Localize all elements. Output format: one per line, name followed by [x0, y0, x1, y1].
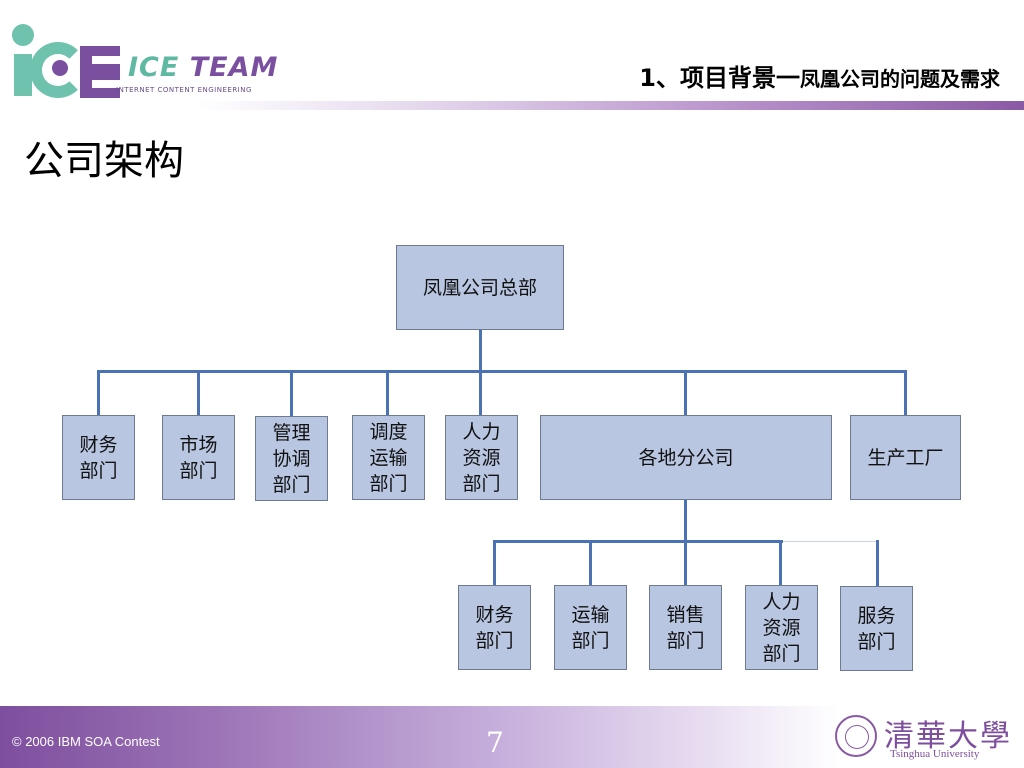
- org-node-label: 人力 资源 部门: [462, 420, 501, 495]
- org-node-label: 调度 运输 部门: [369, 420, 408, 495]
- logo-tagline: INTERNET CONTENT ENGINEERING: [116, 86, 252, 94]
- logo-c-dot: [52, 60, 68, 76]
- university-seal-icon: [835, 715, 877, 757]
- org-node-label: 凤凰公司总部: [422, 276, 537, 299]
- org-node-headquarters: 凤凰公司总部: [396, 245, 564, 330]
- logo-e-shape: [80, 46, 120, 98]
- copyright-text: © 2006 IBM SOA Contest: [12, 734, 160, 749]
- logo-i-dot: [12, 24, 34, 46]
- connector-drop: [386, 370, 389, 415]
- connector-drop: [290, 370, 293, 416]
- org-node-label: 生产工厂: [867, 446, 944, 469]
- connector-top-bus: [97, 370, 907, 373]
- university-name-cn: 清華大學: [884, 719, 1012, 754]
- connector-branch-bus: [493, 540, 783, 543]
- connector-drop: [779, 540, 782, 585]
- org-node-branch-finance: 财务 部门: [458, 585, 531, 670]
- org-node-label: 管理 协调 部门: [272, 421, 311, 496]
- header-divider-band: [195, 101, 1024, 110]
- org-node-label: 销售 部门: [666, 603, 705, 652]
- logo-i-stem: [14, 54, 32, 96]
- page-heading: 公司架构: [24, 138, 184, 184]
- org-node-label: 人力 资源 部门: [762, 590, 801, 665]
- connector-drop: [197, 370, 200, 415]
- org-node-human-resources: 人力 资源 部门: [445, 415, 518, 500]
- slide-title-main: 1、项目背景一: [639, 64, 800, 92]
- org-node-coordination: 管理 协调 部门: [255, 416, 328, 501]
- org-node-branch-hr: 人力 资源 部门: [745, 585, 818, 670]
- connector-drop: [97, 370, 100, 415]
- org-node-label: 各地分公司: [638, 446, 734, 469]
- ice-team-logo: ICE TEAM INTERNET CONTENT ENGINEERING: [10, 22, 290, 102]
- university-name-en: Tsinghua University: [890, 748, 980, 760]
- org-node-label: 市场 部门: [179, 433, 218, 482]
- org-node-label: 运输 部门: [571, 603, 610, 652]
- org-node-branch-transport: 运输 部门: [554, 585, 627, 670]
- connector-drop: [684, 540, 687, 585]
- org-node-factory: 生产工厂: [850, 415, 961, 500]
- org-node-finance: 财务 部门: [62, 415, 135, 500]
- org-node-branches: 各地分公司: [540, 415, 832, 500]
- connector-root-down: [479, 330, 482, 372]
- org-node-label: 服务 部门: [857, 604, 896, 653]
- org-node-label: 财务 部门: [79, 433, 118, 482]
- org-node-branch-service: 服务 部门: [840, 586, 913, 671]
- connector-branch-down: [684, 499, 687, 542]
- slide-title-sub: 凤凰公司的问题及需求: [800, 67, 1000, 91]
- connector-drop: [684, 370, 687, 415]
- connector-drop: [904, 370, 907, 415]
- logo-wordmark: ICE TEAM: [128, 52, 279, 83]
- org-node-label: 财务 部门: [475, 603, 514, 652]
- page-number: 7: [486, 726, 504, 759]
- slide-title: 1、项目背景一凤凰公司的问题及需求: [639, 58, 1000, 93]
- connector-drop: [589, 540, 592, 585]
- connector-drop: [876, 540, 879, 586]
- org-node-marketing: 市场 部门: [162, 415, 235, 500]
- connector-branch-bus-tail: [783, 541, 879, 542]
- connector-drop: [479, 370, 482, 415]
- org-node-dispatch-transport: 调度 运输 部门: [352, 415, 425, 500]
- connector-drop: [493, 540, 496, 585]
- org-node-branch-sales: 销售 部门: [649, 585, 722, 670]
